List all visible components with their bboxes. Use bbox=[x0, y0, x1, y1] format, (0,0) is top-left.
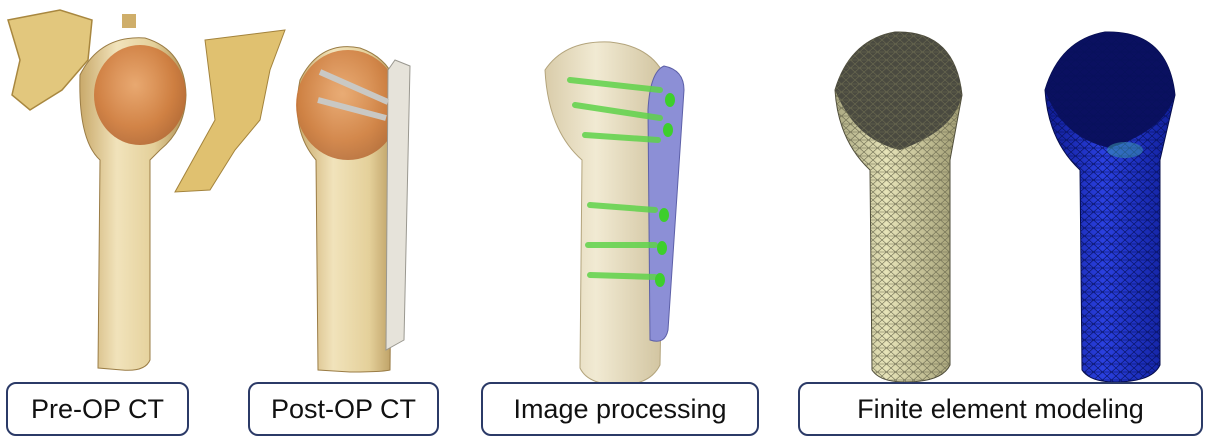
post-op-ct-bone-image bbox=[175, 30, 410, 372]
fe-mesh-image bbox=[835, 32, 962, 382]
label-finite-element-modeling-text: Finite element modeling bbox=[857, 394, 1144, 425]
label-finite-element-modeling: Finite element modeling bbox=[798, 382, 1203, 436]
label-image-processing-text: Image processing bbox=[513, 394, 726, 425]
label-image-processing: Image processing bbox=[481, 382, 759, 436]
label-pre-op-ct-text: Pre-OP CT bbox=[31, 394, 164, 425]
pre-op-ct-bone-image bbox=[8, 10, 186, 370]
segmented-bone-plate-image bbox=[545, 42, 684, 385]
label-post-op-ct: Post-OP CT bbox=[248, 382, 439, 436]
fe-stress-image bbox=[1045, 32, 1175, 382]
label-post-op-ct-text: Post-OP CT bbox=[271, 394, 416, 425]
label-pre-op-ct: Pre-OP CT bbox=[6, 382, 189, 436]
